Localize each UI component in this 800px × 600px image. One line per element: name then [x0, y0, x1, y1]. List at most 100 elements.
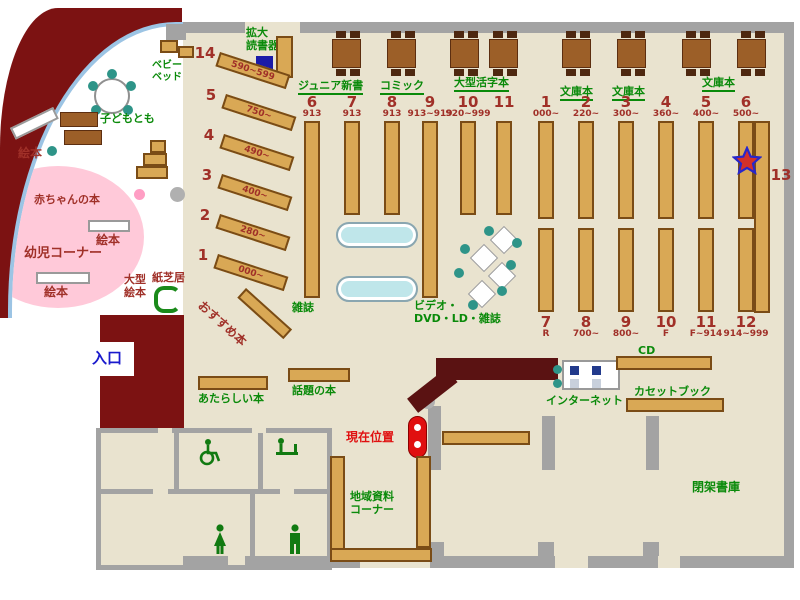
seat-dot [497, 286, 507, 296]
step-shelf [143, 153, 167, 166]
shelf-number: 8 [386, 93, 398, 111]
shelf-range: 220~ [572, 109, 600, 119]
baby-books-label: 赤ちゃんの本 [34, 193, 100, 206]
picture-books-label: 絵本 [18, 146, 43, 160]
wall-stub [646, 416, 659, 470]
restroom-wall [101, 489, 153, 494]
computer-icon [592, 366, 601, 375]
bookshelf [496, 121, 512, 215]
closed-stacks-label: 閉架書庫 [692, 480, 741, 494]
internet-desk [562, 360, 620, 390]
keyboard-icon [592, 379, 601, 388]
restroom-wall [96, 428, 158, 433]
shelf-number: 6 [740, 93, 752, 111]
bunko-label: 文庫本 [560, 85, 593, 102]
shelf-number: 11 [695, 313, 717, 331]
shelf-number: 12 [735, 313, 757, 331]
picture-books-label: 絵本 [96, 233, 121, 247]
pillar-round [170, 187, 185, 202]
seat-dot [454, 268, 464, 278]
seat-dot [107, 69, 117, 79]
infant-corner-label: 幼児コーナー [24, 246, 103, 261]
kamishibai-rack [154, 286, 181, 313]
restroom-wall [294, 489, 327, 494]
bookshelf [738, 228, 754, 312]
shelf-number: 1 [197, 246, 209, 264]
bookshelf [698, 121, 714, 219]
step-shelf [150, 140, 166, 153]
shelf-range: 360~ [652, 109, 680, 119]
shelf-number: 11 [493, 93, 515, 111]
shelf-number: 13 [770, 166, 792, 184]
bookshelf [658, 121, 674, 219]
keyboard-icon [570, 379, 579, 388]
shelf-range: 300~ [612, 109, 640, 119]
shelf-range: 800~ [612, 329, 640, 339]
picture-book-shelf [36, 272, 90, 284]
wall-bottom [680, 556, 792, 568]
shelf-range: 700~ [572, 329, 600, 339]
entrance-opening [86, 342, 134, 376]
oval-table [336, 276, 418, 302]
video-dvd-label: ビデオ・ DVD・LD・雑誌 [414, 299, 501, 326]
large-picture-books-label: 大型 絵本 [124, 273, 146, 299]
magnifier-label: 拡大 読書器 [246, 26, 279, 53]
bookshelf [578, 121, 594, 219]
wall-right [784, 22, 794, 568]
kids-table [60, 112, 98, 127]
star-icon [732, 146, 762, 175]
shelf-range: 913 [302, 109, 322, 119]
shelf-number: 9 [424, 93, 436, 111]
cassette-shelf [626, 398, 724, 412]
reading-table [562, 31, 591, 76]
wall [166, 24, 186, 40]
wall-bottom [588, 556, 658, 568]
topic-books-label: 話題の本 [292, 384, 336, 397]
bookshelf [460, 121, 476, 215]
kids-magazine-label: 子どもとも [100, 112, 155, 125]
picture-books-label: 絵本 [44, 285, 69, 299]
shelf-number: 8 [580, 313, 592, 331]
shelf-number: 7 [346, 93, 358, 111]
shelf-range: F [662, 329, 670, 339]
bookshelf [384, 121, 400, 215]
baby-bed [160, 40, 178, 53]
bookshelf [578, 228, 594, 312]
wall-bottom [430, 556, 555, 568]
seat-dot [468, 300, 478, 310]
baby-changing-icon [276, 438, 298, 455]
seat-dot [553, 379, 562, 388]
shelf-number: 3 [620, 93, 632, 111]
seat-dot [91, 105, 101, 115]
wall-top [300, 22, 794, 33]
shelf-number: 5 [205, 86, 217, 104]
bunko-label: 文庫本 [612, 85, 645, 102]
marker-dot [414, 441, 421, 448]
restroom-wall [327, 428, 332, 570]
wall-stub [542, 416, 555, 470]
restroom-wall [172, 428, 252, 433]
bookshelf [618, 121, 634, 219]
entrance-label: 入口 [92, 349, 123, 367]
shelf-range: 920~999 [445, 109, 491, 119]
restroom-wall [96, 565, 332, 570]
shelf-range: 913 [382, 109, 402, 119]
wheelchair-icon [199, 439, 221, 466]
bookshelf [330, 456, 345, 562]
junior-books-label: ジュニア新書 [298, 79, 364, 96]
shelf-number: 9 [620, 313, 632, 331]
shelf-number: 2 [580, 93, 592, 111]
bookshelf [538, 228, 554, 312]
comic-label: コミック [380, 79, 424, 96]
pillar [428, 542, 444, 556]
bookshelf [416, 456, 431, 548]
step-shelf [136, 166, 168, 179]
restroom-wall [250, 494, 255, 565]
bookshelf [330, 548, 432, 562]
seat-dot-pink [134, 189, 145, 200]
bookshelf [698, 228, 714, 312]
shelf-number: 1 [540, 93, 552, 111]
shelf-number: 7 [540, 313, 552, 331]
seat-dot [460, 244, 470, 254]
seat-dot [123, 105, 133, 115]
